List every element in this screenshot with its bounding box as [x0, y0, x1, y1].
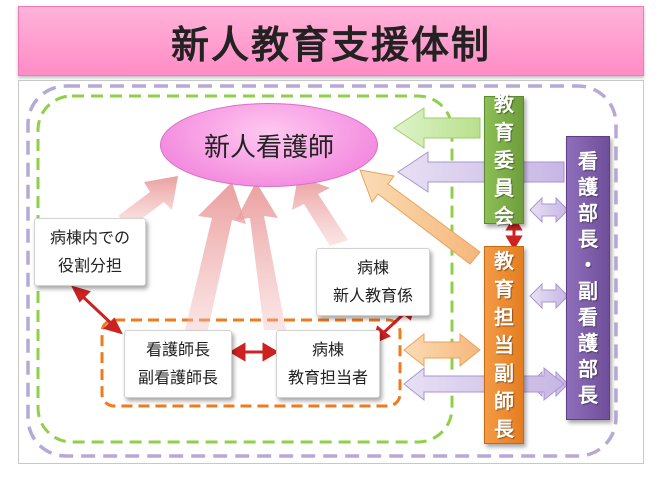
committee-char: 会 [494, 204, 514, 228]
new-nurse-node: 新人看護師 [160, 103, 378, 187]
orange-arrow-center [359, 169, 481, 265]
director-scope-outline [26, 84, 618, 458]
new-nurse-label: 新人看護師 [203, 132, 334, 163]
pink-arrow-head [185, 182, 246, 334]
red-link-committee-vice [505, 216, 523, 250]
director-char: 護 [578, 175, 598, 199]
committee-char: 委 [494, 148, 514, 172]
page-title: 新人教育支援体制 [170, 22, 491, 67]
vice-char: 育 [494, 277, 514, 301]
director-char: 長 [578, 227, 598, 251]
purple-double-arrow-2 [529, 282, 569, 310]
purple-double-arrow-1 [529, 196, 569, 224]
red-link-head-ward [229, 342, 279, 362]
director-char: 看 [578, 305, 598, 329]
head-nurse-box: 看護師長 副看護師長 [124, 330, 232, 398]
vice-char: 師 [494, 389, 514, 413]
director-char: ・ [578, 253, 598, 277]
ward-role-sharing-box: 病棟内での 役割分担 [34, 218, 146, 286]
vice-char: 当 [494, 333, 514, 357]
vice-char: 副 [494, 361, 514, 385]
vice-char: 担 [494, 305, 514, 329]
committee-char: 育 [494, 120, 514, 144]
ward-new-edu-line1: 病棟 [356, 258, 389, 277]
vice-char: 長 [494, 417, 514, 441]
purple-arrow-center [397, 151, 565, 193]
director-char: 副 [578, 279, 598, 303]
nursing-director-bar: 看 護 部 長 ・ 副 看 護 部 長 [566, 136, 610, 420]
green-arrow-committee [393, 107, 481, 149]
orange-double-arrow [403, 332, 481, 368]
head-nurse-line2: 副看護師長 [137, 368, 218, 387]
director-char: 部 [578, 201, 598, 225]
pink-arrow-newedu [292, 176, 348, 246]
pink-arrow-ward [236, 182, 286, 330]
ward-edu-officer-box: 病棟 教育担当者 [276, 330, 380, 398]
committee-scope-outline [36, 94, 454, 444]
ward-role-line1: 病棟内での [49, 228, 130, 247]
director-char: 看 [578, 149, 598, 173]
committee-char: 員 [494, 176, 514, 200]
ward-edu-line2: 教育担当者 [287, 368, 368, 387]
vice-head-edu-bar: 教 育 担 当 副 師 長 [484, 246, 524, 444]
pink-arrow-left-role [118, 176, 178, 226]
title-banner: 新人教育支援体制 [18, 6, 644, 76]
education-committee-bar: 教 育 委 員 会 [484, 92, 524, 228]
ward-edu-line1: 病棟 [311, 340, 344, 359]
director-char: 護 [578, 331, 598, 355]
ward-team-outline [100, 318, 402, 408]
red-link-role-head [71, 285, 123, 335]
head-nurse-line1: 看護師長 [145, 340, 210, 359]
ward-new-edu-staff-box: 病棟 新人教育係 [316, 248, 430, 316]
vice-char: 教 [494, 249, 514, 273]
committee-char: 教 [494, 92, 514, 116]
ward-new-edu-line2: 新人教育係 [332, 286, 413, 305]
director-char: 長 [578, 383, 598, 407]
director-char: 部 [578, 357, 598, 381]
ward-role-line2: 役割分担 [57, 256, 122, 275]
